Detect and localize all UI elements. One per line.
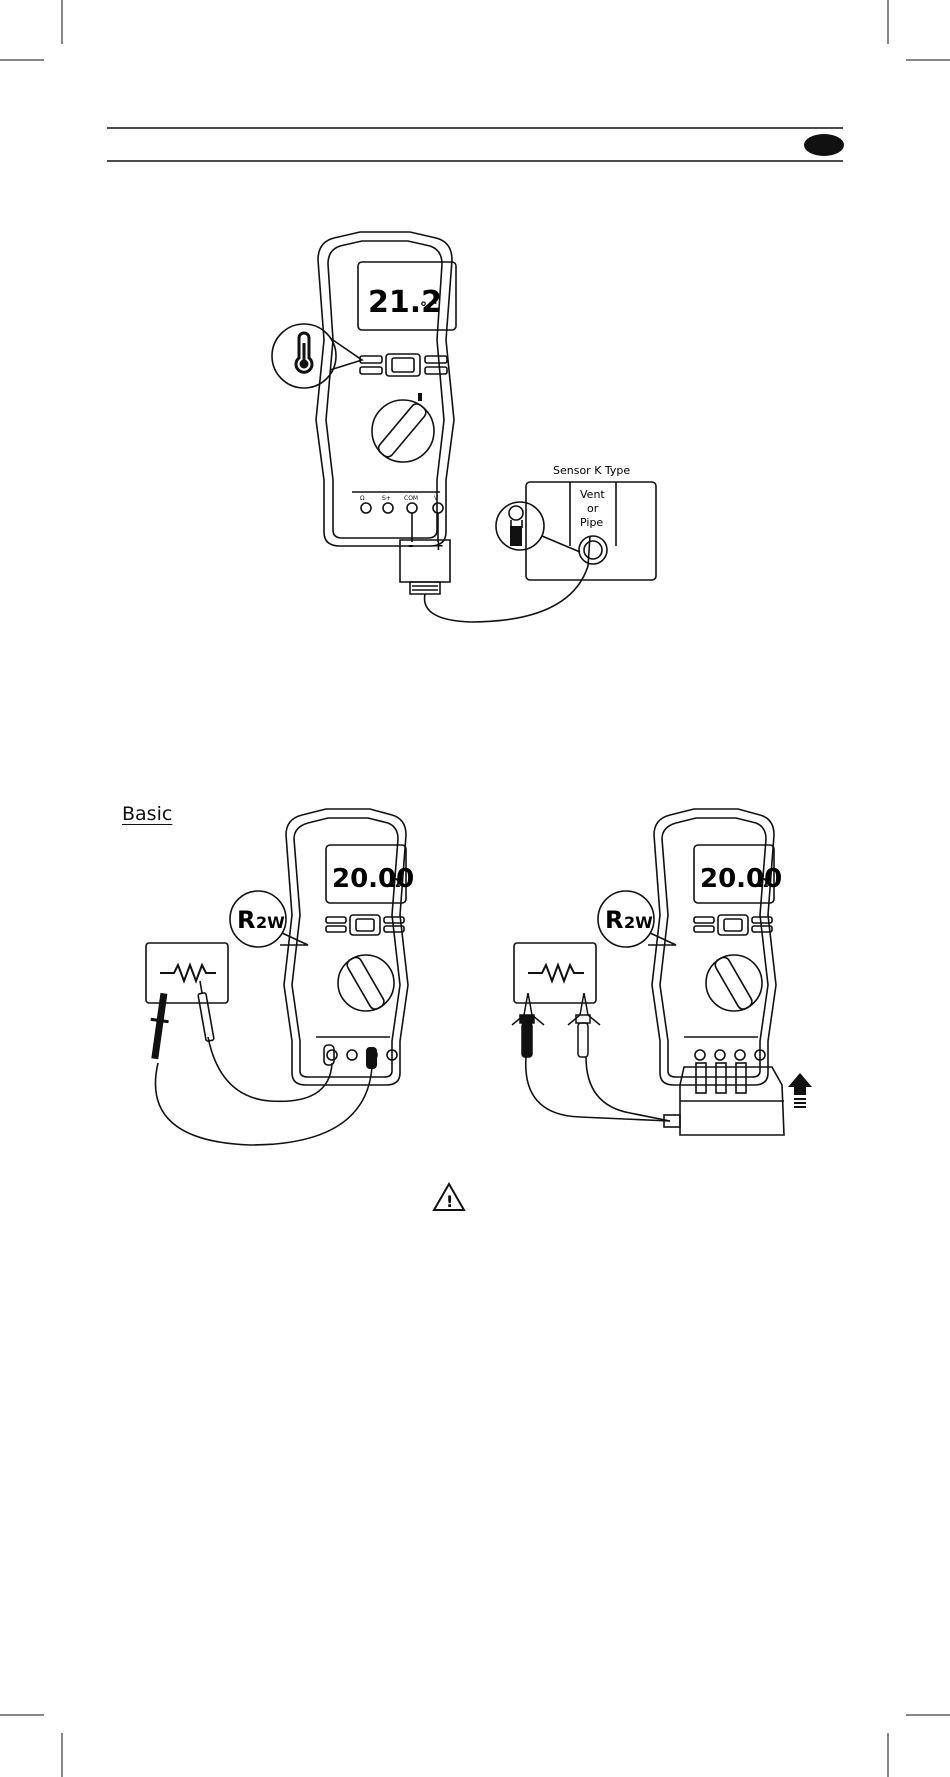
- display-value: 20.00: [332, 864, 414, 894]
- terminal-label: S+: [382, 495, 391, 502]
- probe-label-line: Pipe: [580, 516, 603, 529]
- probe-label-line: Vent: [580, 488, 605, 501]
- display-unit: °C: [420, 300, 437, 316]
- display-unit: Ω: [390, 876, 400, 890]
- rotary-dial: [706, 955, 762, 1011]
- display-value: 20.00: [700, 864, 782, 894]
- display-unit: Ω: [758, 876, 768, 890]
- figure-temperature: Ω S+ COM V 21.2 °C - + Sensor K Type Ven…: [270, 230, 670, 630]
- probe-white: [198, 981, 214, 1041]
- terminal-label: COM: [404, 495, 418, 502]
- probe-label-line: or: [587, 502, 599, 515]
- callout-label-sub: 2W: [256, 913, 285, 932]
- callout-label: R: [237, 906, 255, 934]
- page-tab: [804, 134, 844, 156]
- terminal-label: Ω: [360, 495, 365, 502]
- plug-minus-label: -: [408, 539, 413, 554]
- meter-body: [284, 809, 408, 1085]
- plug-plus-label: +: [433, 539, 444, 554]
- figure-resistance-leads: 20.00 Ω R 2W: [140, 805, 450, 1150]
- header-rules: [0, 120, 950, 170]
- insert-arrow-icon: [788, 1073, 812, 1108]
- callout-label-sub: 2W: [624, 913, 653, 932]
- warning-triangle-icon: !: [432, 1182, 466, 1212]
- thermometer-icon: [296, 333, 312, 372]
- figure-resistance-clips: 20.00 Ω R 2W: [500, 805, 820, 1150]
- sensor-label: Sensor K Type: [553, 464, 630, 477]
- warning-symbol: !: [446, 1192, 453, 1211]
- terminal-label: V: [434, 495, 439, 502]
- meter-body: [652, 809, 776, 1085]
- resistor-icon: [160, 965, 216, 981]
- resistor-icon: [528, 965, 584, 981]
- rotary-dial: [338, 955, 394, 1011]
- callout-label: R: [605, 906, 623, 934]
